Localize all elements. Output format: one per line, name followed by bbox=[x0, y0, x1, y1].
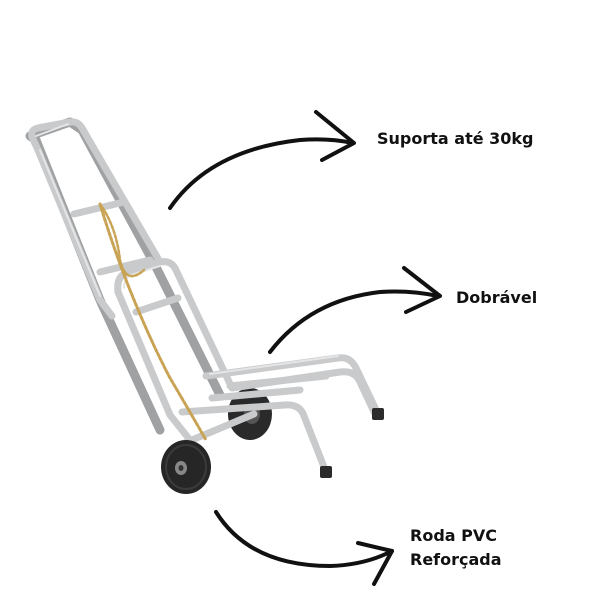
feature-wheel-label: Roda PVC Reforçada bbox=[410, 524, 502, 572]
front-wheel bbox=[161, 440, 211, 494]
feature-wheel-line2: Reforçada bbox=[410, 550, 502, 569]
feature-foldable-label: Dobrável bbox=[456, 288, 538, 307]
elastic-rope bbox=[98, 202, 208, 442]
feature-wheel-line1: Roda PVC bbox=[410, 526, 497, 545]
frame bbox=[28, 118, 382, 476]
hand-truck bbox=[25, 117, 384, 494]
feature-capacity-label: Suporta até 30kg bbox=[377, 129, 534, 148]
rubber-feet bbox=[320, 408, 384, 478]
arrow-capacity-icon bbox=[168, 110, 356, 210]
arrow-wheel-icon bbox=[214, 510, 394, 586]
arrow-foldable-icon bbox=[268, 266, 442, 354]
